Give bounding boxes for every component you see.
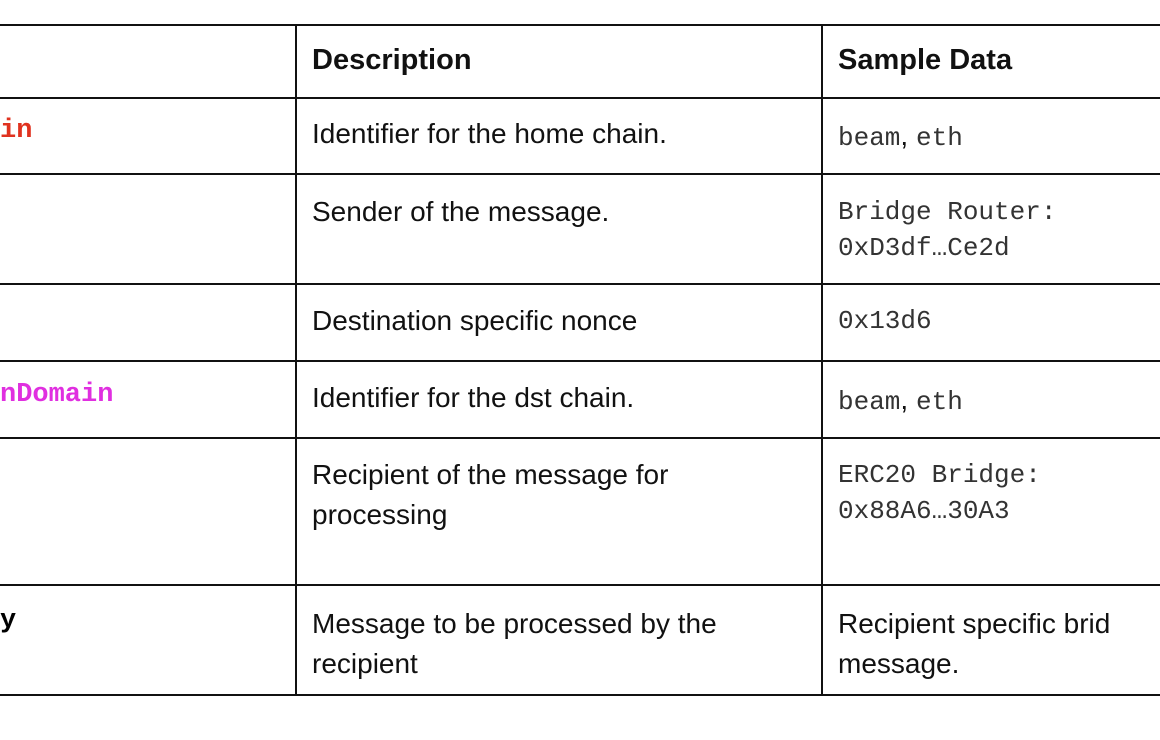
- sample-data: 0x13d6: [838, 303, 932, 339]
- sample-mono-line: Bridge Router:: [838, 197, 1057, 227]
- table-row-divider: [0, 437, 1160, 439]
- column-divider-sample: [821, 24, 823, 696]
- header-description: Description: [312, 44, 472, 76]
- table-border-top: [0, 24, 1160, 26]
- table-row-divider: [0, 584, 1160, 586]
- description-line: processing: [312, 499, 448, 530]
- sample-data: Bridge Router: 0xD3df…Ce2d: [838, 194, 1056, 266]
- table-border-bottom: [0, 694, 1160, 696]
- sample-data: beam, eth: [838, 384, 963, 420]
- table-row-divider: [0, 97, 1160, 99]
- column-divider-description: [295, 24, 297, 696]
- description-text: Identifier for the dst chain.: [312, 382, 635, 413]
- header-sample-data: Sample Data: [838, 44, 1013, 76]
- table-row-divider: [0, 173, 1160, 175]
- sample-mono-text: beam: [838, 123, 901, 153]
- description-line: Message to be processed by the: [312, 608, 717, 639]
- field-name-home-domain: in: [0, 116, 33, 146]
- sample-data: Recipient specific brid message.: [838, 604, 1110, 684]
- sample-mono-line: 0x88A6…30A3: [838, 496, 1010, 526]
- sample-data: beam, eth: [838, 120, 963, 156]
- field-name-destination-domain: nDomain: [0, 380, 114, 410]
- sample-mono-line: 0x13d6: [838, 306, 932, 336]
- sample-sans-line: message.: [838, 648, 960, 679]
- description-text: Message to be processed by the recipient: [312, 604, 717, 684]
- sample-mono-text: eth: [915, 123, 963, 153]
- sample-mono-text: eth: [915, 387, 963, 417]
- description-line: Recipient of the message for: [312, 459, 669, 490]
- description-text: Destination specific nonce: [312, 305, 638, 336]
- sample-data: ERC20 Bridge: 0x88A6…30A3: [838, 457, 1041, 529]
- description-text: Sender of the message.: [312, 196, 610, 227]
- table-row-divider: [0, 283, 1160, 285]
- field-name-body: y: [0, 606, 17, 636]
- sample-mono-line: 0xD3df…Ce2d: [838, 233, 1010, 263]
- sample-separator: ,: [900, 384, 916, 415]
- description-text: Identifier for the home chain.: [312, 118, 667, 149]
- sample-separator: ,: [900, 120, 916, 151]
- table-row-divider: [0, 360, 1160, 362]
- description-line: recipient: [312, 648, 418, 679]
- sample-mono-text: beam: [838, 387, 901, 417]
- sample-mono-line: ERC20 Bridge:: [838, 460, 1041, 490]
- description-text: Recipient of the message for processing: [312, 455, 668, 535]
- sample-sans-line: Recipient specific brid: [838, 608, 1111, 639]
